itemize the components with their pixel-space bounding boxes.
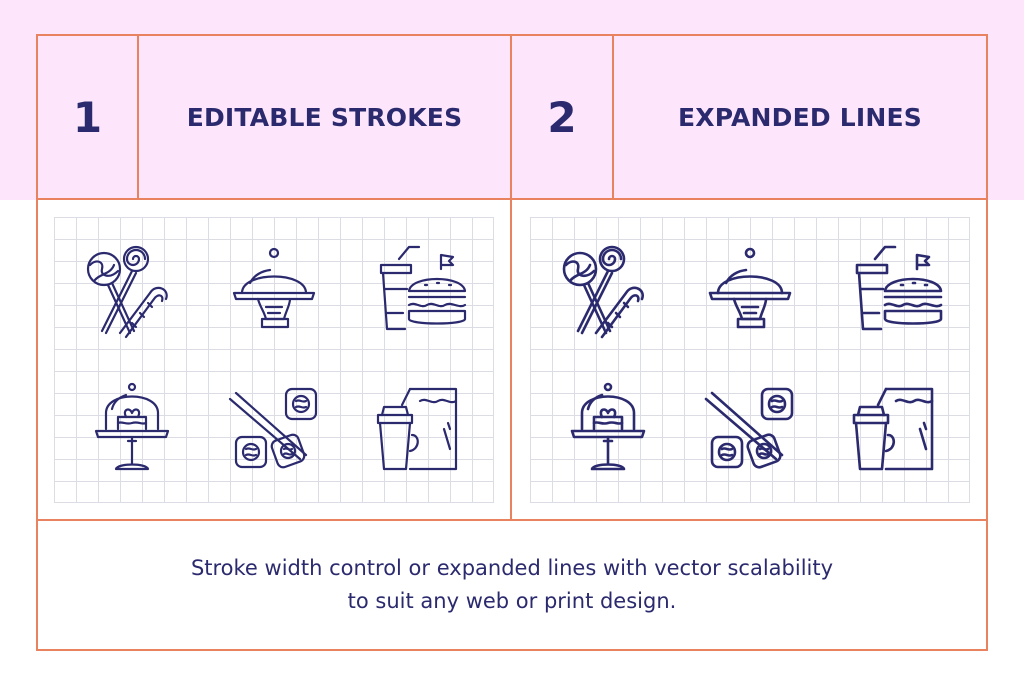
coffee-paper-bag-icon xyxy=(852,387,934,471)
icon-panel-editable-strokes xyxy=(54,217,494,503)
frame-right xyxy=(986,34,988,651)
frame-bottom xyxy=(36,649,988,651)
cake-stand-icon xyxy=(94,382,170,471)
cake-stand-icon xyxy=(570,382,646,471)
frame-header-divider xyxy=(36,198,988,200)
frame-number-divider-1 xyxy=(137,34,139,200)
frame-number-divider-2 xyxy=(612,34,614,200)
frame-top xyxy=(36,34,988,36)
drink-burger-icon xyxy=(379,245,467,331)
icon-panel-expanded-lines xyxy=(530,217,970,503)
frame-caption-divider xyxy=(36,519,988,521)
sushi-chopsticks-icon xyxy=(704,387,794,469)
lollipop-candy-cane-icon xyxy=(86,245,168,339)
caption: Stroke width control or expanded lines w… xyxy=(38,521,986,649)
lollipop-candy-cane-icon xyxy=(562,245,644,339)
frame-left xyxy=(36,34,38,651)
section-title-1: EDITABLE STROKES xyxy=(186,102,463,132)
caption-line-1: Stroke width control or expanded lines w… xyxy=(190,556,834,580)
sushi-chopsticks-icon xyxy=(228,387,318,469)
coffee-paper-bag-icon xyxy=(376,387,458,471)
frame-center-divider xyxy=(510,34,512,521)
drink-burger-icon xyxy=(855,245,943,331)
caption-line-2: to suit any web or print design. xyxy=(347,589,677,613)
section-number-2: 2 xyxy=(547,92,577,142)
section-title-2: EXPANDED LINES xyxy=(678,102,922,132)
section-number-1: 1 xyxy=(72,92,103,142)
serving-cloche-icon xyxy=(232,247,316,329)
serving-cloche-icon xyxy=(708,247,792,329)
header-band xyxy=(0,0,1024,200)
